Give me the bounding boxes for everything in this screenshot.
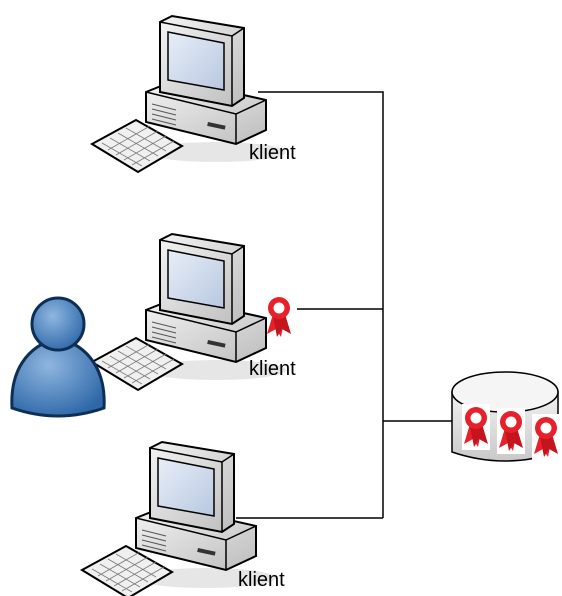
certificate-ribbon-icon xyxy=(462,404,490,450)
client-label-3: klient xyxy=(238,569,285,591)
user-icon xyxy=(10,296,106,418)
certificate-ribbon-icon xyxy=(532,414,560,460)
database-certificates xyxy=(462,404,560,460)
client-label-2: klient xyxy=(249,358,296,380)
client-label-1: klient xyxy=(249,142,296,164)
certificate-ribbon-icon xyxy=(497,408,525,454)
certificate-ribbon-icon xyxy=(267,297,291,337)
network-lines xyxy=(236,91,463,519)
